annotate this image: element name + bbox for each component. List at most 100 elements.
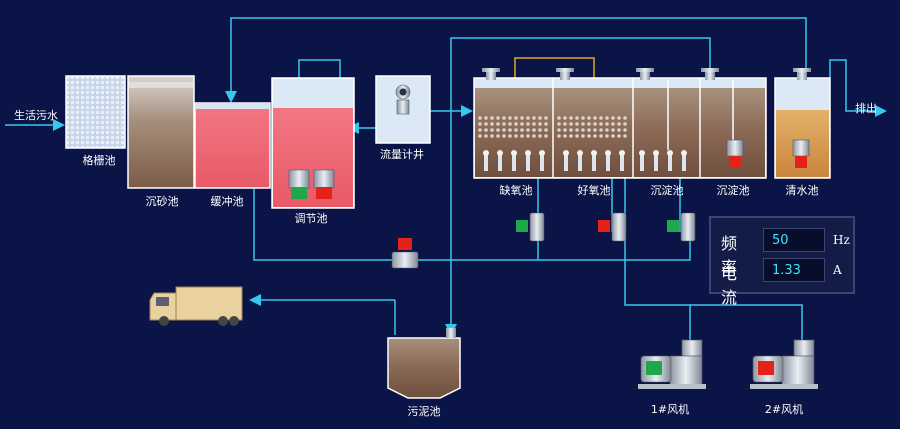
sludge-truck	[149, 286, 243, 326]
bubble	[581, 134, 585, 138]
equalization-pump-2[interactable]	[313, 169, 335, 199]
diffuser-head	[667, 150, 673, 156]
blower-1[interactable]	[638, 339, 706, 389]
diffuser-head	[539, 150, 545, 156]
bubble	[605, 122, 609, 126]
clear-water-pump[interactable]	[792, 139, 810, 168]
bubble	[478, 134, 482, 138]
label-aerobic-tank: 好氧池	[577, 184, 611, 197]
bubble	[605, 134, 609, 138]
frequency-value: 50	[763, 228, 825, 252]
bubble	[617, 134, 621, 138]
bubble	[563, 128, 567, 132]
bubble	[478, 128, 482, 132]
diffuser	[512, 155, 516, 171]
bubble	[520, 122, 524, 126]
bubble	[490, 122, 494, 126]
label-buffer-tank: 缓冲池	[210, 195, 244, 208]
bubble	[526, 128, 530, 132]
bubble	[538, 122, 542, 126]
diffuser-head	[483, 150, 489, 156]
bubble	[496, 128, 500, 132]
bubble	[623, 116, 627, 120]
bubble	[532, 116, 536, 120]
diffuser-head	[563, 150, 569, 156]
current-value: 1.33	[763, 258, 825, 282]
bubble	[569, 116, 573, 120]
diffuser	[564, 155, 568, 171]
label-blower-2: 2#风机	[764, 403, 804, 416]
bubble	[575, 116, 579, 120]
bubble	[563, 134, 567, 138]
label-outlet: 排出	[855, 102, 877, 115]
bubble	[484, 134, 488, 138]
bubble	[496, 122, 500, 126]
bubble	[496, 134, 500, 138]
grit-tank	[127, 75, 195, 189]
bubble	[538, 134, 542, 138]
diffuser-head	[497, 150, 503, 156]
bubble	[490, 128, 494, 132]
bubble	[593, 122, 597, 126]
bubble	[593, 116, 597, 120]
diffuser-head	[639, 150, 645, 156]
valve-aerobic[interactable]	[598, 212, 627, 242]
bubble	[532, 134, 536, 138]
label-grit-tank: 沉砂池	[145, 195, 179, 208]
bubble	[532, 128, 536, 132]
bubble	[599, 116, 603, 120]
bubble	[526, 134, 530, 138]
bubble	[599, 128, 603, 132]
bubble	[520, 134, 524, 138]
equalization-tank	[271, 77, 355, 209]
frequency-unit: Hz	[833, 233, 850, 247]
bubble	[544, 134, 548, 138]
bubble	[575, 128, 579, 132]
bubble	[605, 116, 609, 120]
bubble	[593, 134, 597, 138]
label-anoxic-tank: 缺氧池	[499, 184, 533, 197]
bubble	[514, 116, 518, 120]
bubble	[526, 116, 530, 120]
pipe-network	[5, 17, 887, 360]
equalization-pump-1[interactable]	[288, 169, 310, 199]
bubble	[557, 116, 561, 120]
diffuser-head	[525, 150, 531, 156]
bubble	[587, 116, 591, 120]
frequency-label: 频率	[721, 234, 738, 277]
bubble	[520, 116, 524, 120]
bubble	[587, 128, 591, 132]
bubble	[484, 122, 488, 126]
sludge-tank	[387, 328, 461, 399]
bubble	[478, 116, 482, 120]
bubble	[508, 122, 512, 126]
bubble	[575, 122, 579, 126]
valve-anoxic[interactable]	[516, 212, 545, 242]
bubble	[611, 128, 615, 132]
blower-2[interactable]	[750, 339, 818, 389]
current-unit: A	[833, 263, 842, 277]
bubble	[538, 128, 542, 132]
bubble	[611, 116, 615, 120]
bubble	[490, 116, 494, 120]
bubble	[508, 134, 512, 138]
diffuser	[640, 155, 644, 171]
bubble	[557, 134, 561, 138]
flow-valve-return[interactable]	[391, 238, 419, 269]
bubble	[484, 128, 488, 132]
bubble	[508, 128, 512, 132]
bubble	[538, 116, 542, 120]
bubble	[563, 116, 567, 120]
diffuser-head	[653, 150, 659, 156]
bubble	[623, 128, 627, 132]
diffuser	[540, 155, 544, 171]
bubble	[563, 122, 567, 126]
settling-pump[interactable]	[726, 139, 744, 168]
diffuser	[606, 155, 610, 171]
bubble	[508, 116, 512, 120]
bubble	[617, 122, 621, 126]
bubble	[593, 128, 597, 132]
valve-settling[interactable]	[667, 212, 696, 242]
